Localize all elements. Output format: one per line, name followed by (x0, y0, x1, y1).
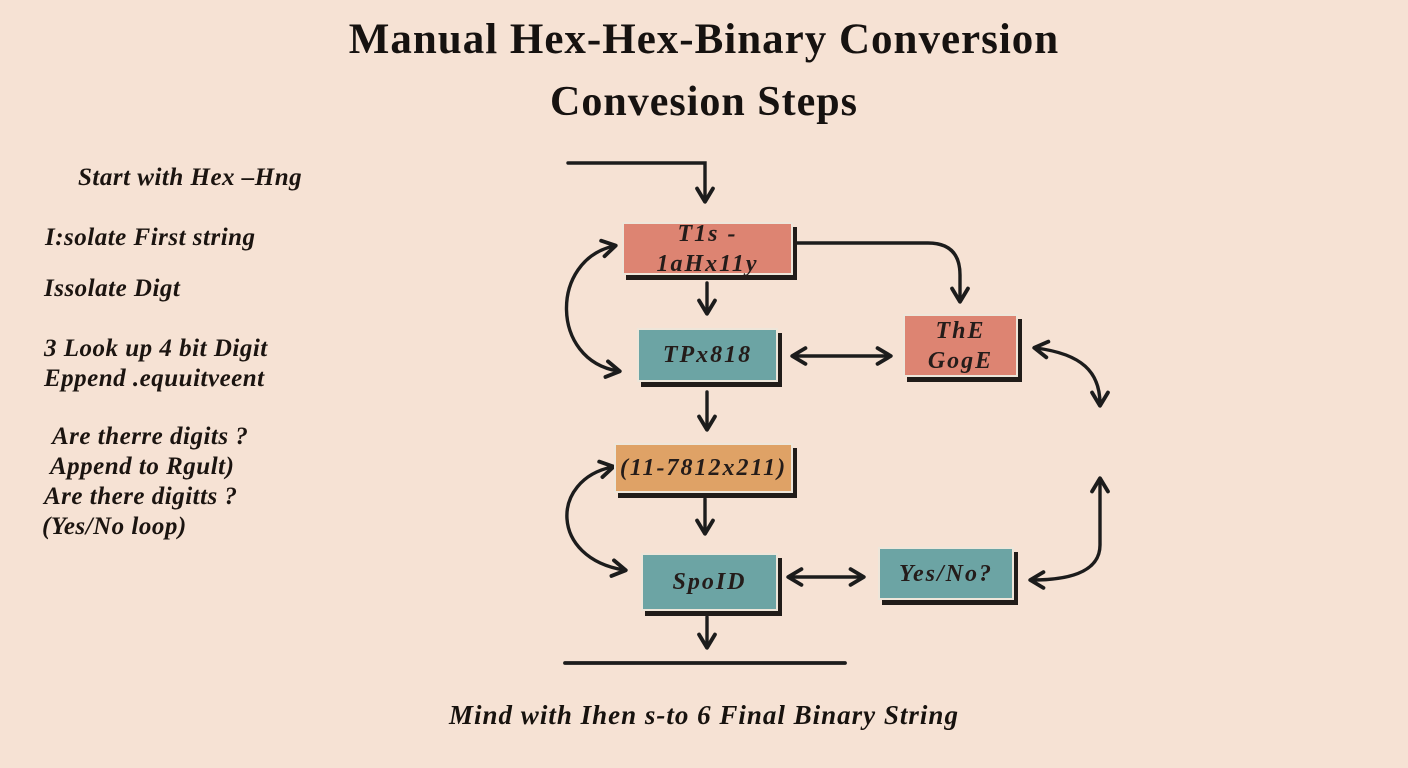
flow-node-decision: Yes/No? (878, 547, 1014, 600)
footer-caption: Mind with Ihen s-to 6 Final Binary Strin… (449, 700, 959, 730)
step-item: I:solate First string (45, 224, 256, 251)
arrow-right-curve-bottom (1028, 476, 1110, 590)
arrow-entry (566, 161, 715, 204)
flow-node-lookup: (11-7812x211) (614, 443, 793, 493)
title-line-2: Convesion Steps (550, 79, 858, 125)
arrow-start-to-side (792, 241, 970, 304)
arrow-right-curve-top (1032, 339, 1110, 408)
title-line-1: Manual Hex-Hex-Binary Conversion (348, 16, 1060, 63)
flow-node-append-label: SpoID (672, 569, 747, 595)
step-item: Issolate Digt (44, 275, 181, 302)
step-item: Are therre digits ? (52, 423, 249, 450)
flow-node-process: TPx818 (637, 328, 778, 382)
step-item: Are there digitts ? (44, 483, 238, 510)
flow-node-side: ThE GogE (903, 314, 1018, 377)
flow-node-start-label: T1s - 1aHx11y (656, 220, 759, 277)
flow-node-process-label: TPx818 (662, 342, 753, 368)
flow-node-append: SpoID (641, 553, 778, 611)
step-item: Start with Hex –Hng (78, 164, 303, 191)
flow-node-lookup-label: (11-7812x211) (619, 455, 788, 481)
page-title: Manual Hex-Hex-Binary Conversion Convesi… (0, 18, 1408, 123)
flow-node-start: T1s - 1aHx11y (622, 221, 793, 277)
step-item: 3 Look up 4 bit Digit (44, 335, 268, 362)
flow-node-side-label: ThE GogE (927, 317, 994, 374)
flow-node-decision-label: Yes/No? (899, 560, 993, 587)
arrow-left-loop-top (564, 238, 622, 379)
step-item: Eppend .equuitveent (44, 365, 265, 392)
step-item: (Yes/No loop) (42, 513, 187, 540)
step-item: Append to Rgult) (50, 453, 235, 480)
